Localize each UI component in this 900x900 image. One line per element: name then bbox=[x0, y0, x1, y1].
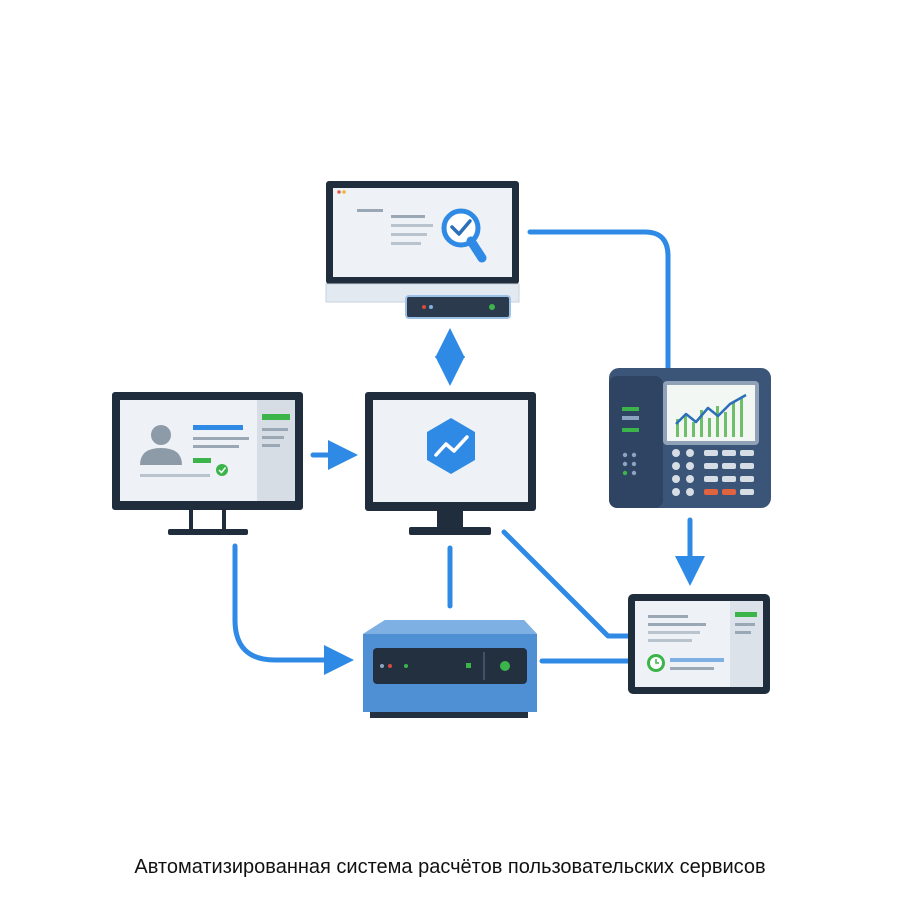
diagram-caption: Автоматизированная система расчётов поль… bbox=[134, 856, 766, 878]
connectors bbox=[232, 229, 705, 675]
keypad bbox=[672, 449, 754, 496]
top-set-top-box bbox=[405, 295, 511, 319]
edge-center-tablet bbox=[501, 529, 631, 639]
server bbox=[363, 620, 537, 718]
user-profile-icon bbox=[140, 425, 182, 465]
check-icon bbox=[216, 464, 228, 476]
edge-top-terminal bbox=[527, 229, 671, 371]
tablet bbox=[628, 594, 770, 694]
line-chart-icon bbox=[675, 393, 747, 437]
monitor-left bbox=[112, 392, 303, 535]
hexagon-chart-icon bbox=[427, 418, 475, 474]
pos-terminal bbox=[609, 368, 771, 508]
monitor-top bbox=[325, 181, 520, 319]
magnifier-check-icon bbox=[441, 208, 487, 263]
monitor-center bbox=[365, 392, 536, 535]
clock-icon bbox=[647, 654, 665, 672]
edge-left-server bbox=[232, 543, 354, 675]
